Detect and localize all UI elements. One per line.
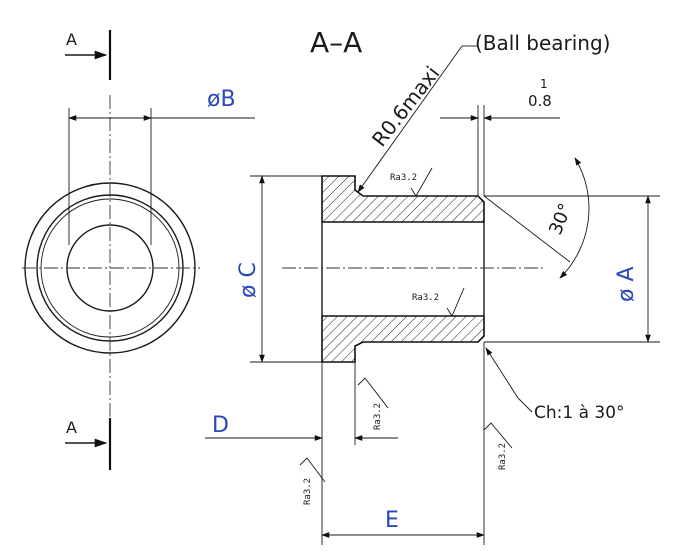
dim-a-label: ø A — [614, 266, 639, 302]
tolerance-top: 1 — [540, 77, 548, 91]
angle-arc — [559, 157, 590, 279]
svg-text:Ra3.2: Ra3.2 — [498, 443, 508, 470]
roughness-symbol-5: Ra3.2 — [483, 422, 513, 470]
chamfer-leader-tail — [517, 397, 533, 413]
svg-text:Ra3.2: Ra3.2 — [303, 478, 313, 505]
svg-text:Ra3.2: Ra3.2 — [373, 403, 383, 430]
radius-note: R0.6maxi — [367, 62, 444, 152]
roughness-symbol-2: Ra3.2 — [412, 287, 465, 317]
roughness-symbol-4: Ra3.2 — [299, 457, 326, 505]
svg-text:Ra3.2: Ra3.2 — [390, 173, 417, 183]
tolerance-value: 0.8 — [528, 92, 552, 110]
radius-leader — [357, 45, 463, 193]
end-view: øB A A — [22, 30, 255, 470]
chamfer-leader — [485, 347, 519, 399]
chamfer-note: Ch:1 à 30° — [534, 403, 625, 423]
section-title: A–A — [310, 26, 362, 59]
angle-leg — [483, 195, 571, 263]
ball-bearing-note: (Ball bearing) — [475, 31, 610, 55]
angle-label: 30° — [545, 200, 576, 237]
section-marker-bottom: A — [66, 418, 77, 437]
roughness-symbol-3: Ra3.2 — [357, 377, 389, 430]
section-marker-top: A — [66, 30, 77, 49]
dim-e-label: E — [385, 508, 399, 533]
svg-text:Ra3.2: Ra3.2 — [412, 293, 439, 303]
dim-b-label: øB — [207, 87, 236, 112]
dim-d-label: D — [212, 413, 229, 438]
dim-c-label: ø C — [236, 262, 261, 298]
section-wall-bottom — [321, 315, 485, 363]
section-view: A–A ø C ø A 30° 1 0.8 (Ball bearing — [205, 26, 660, 545]
roughness-symbol-1: Ra3.2 — [390, 167, 433, 197]
